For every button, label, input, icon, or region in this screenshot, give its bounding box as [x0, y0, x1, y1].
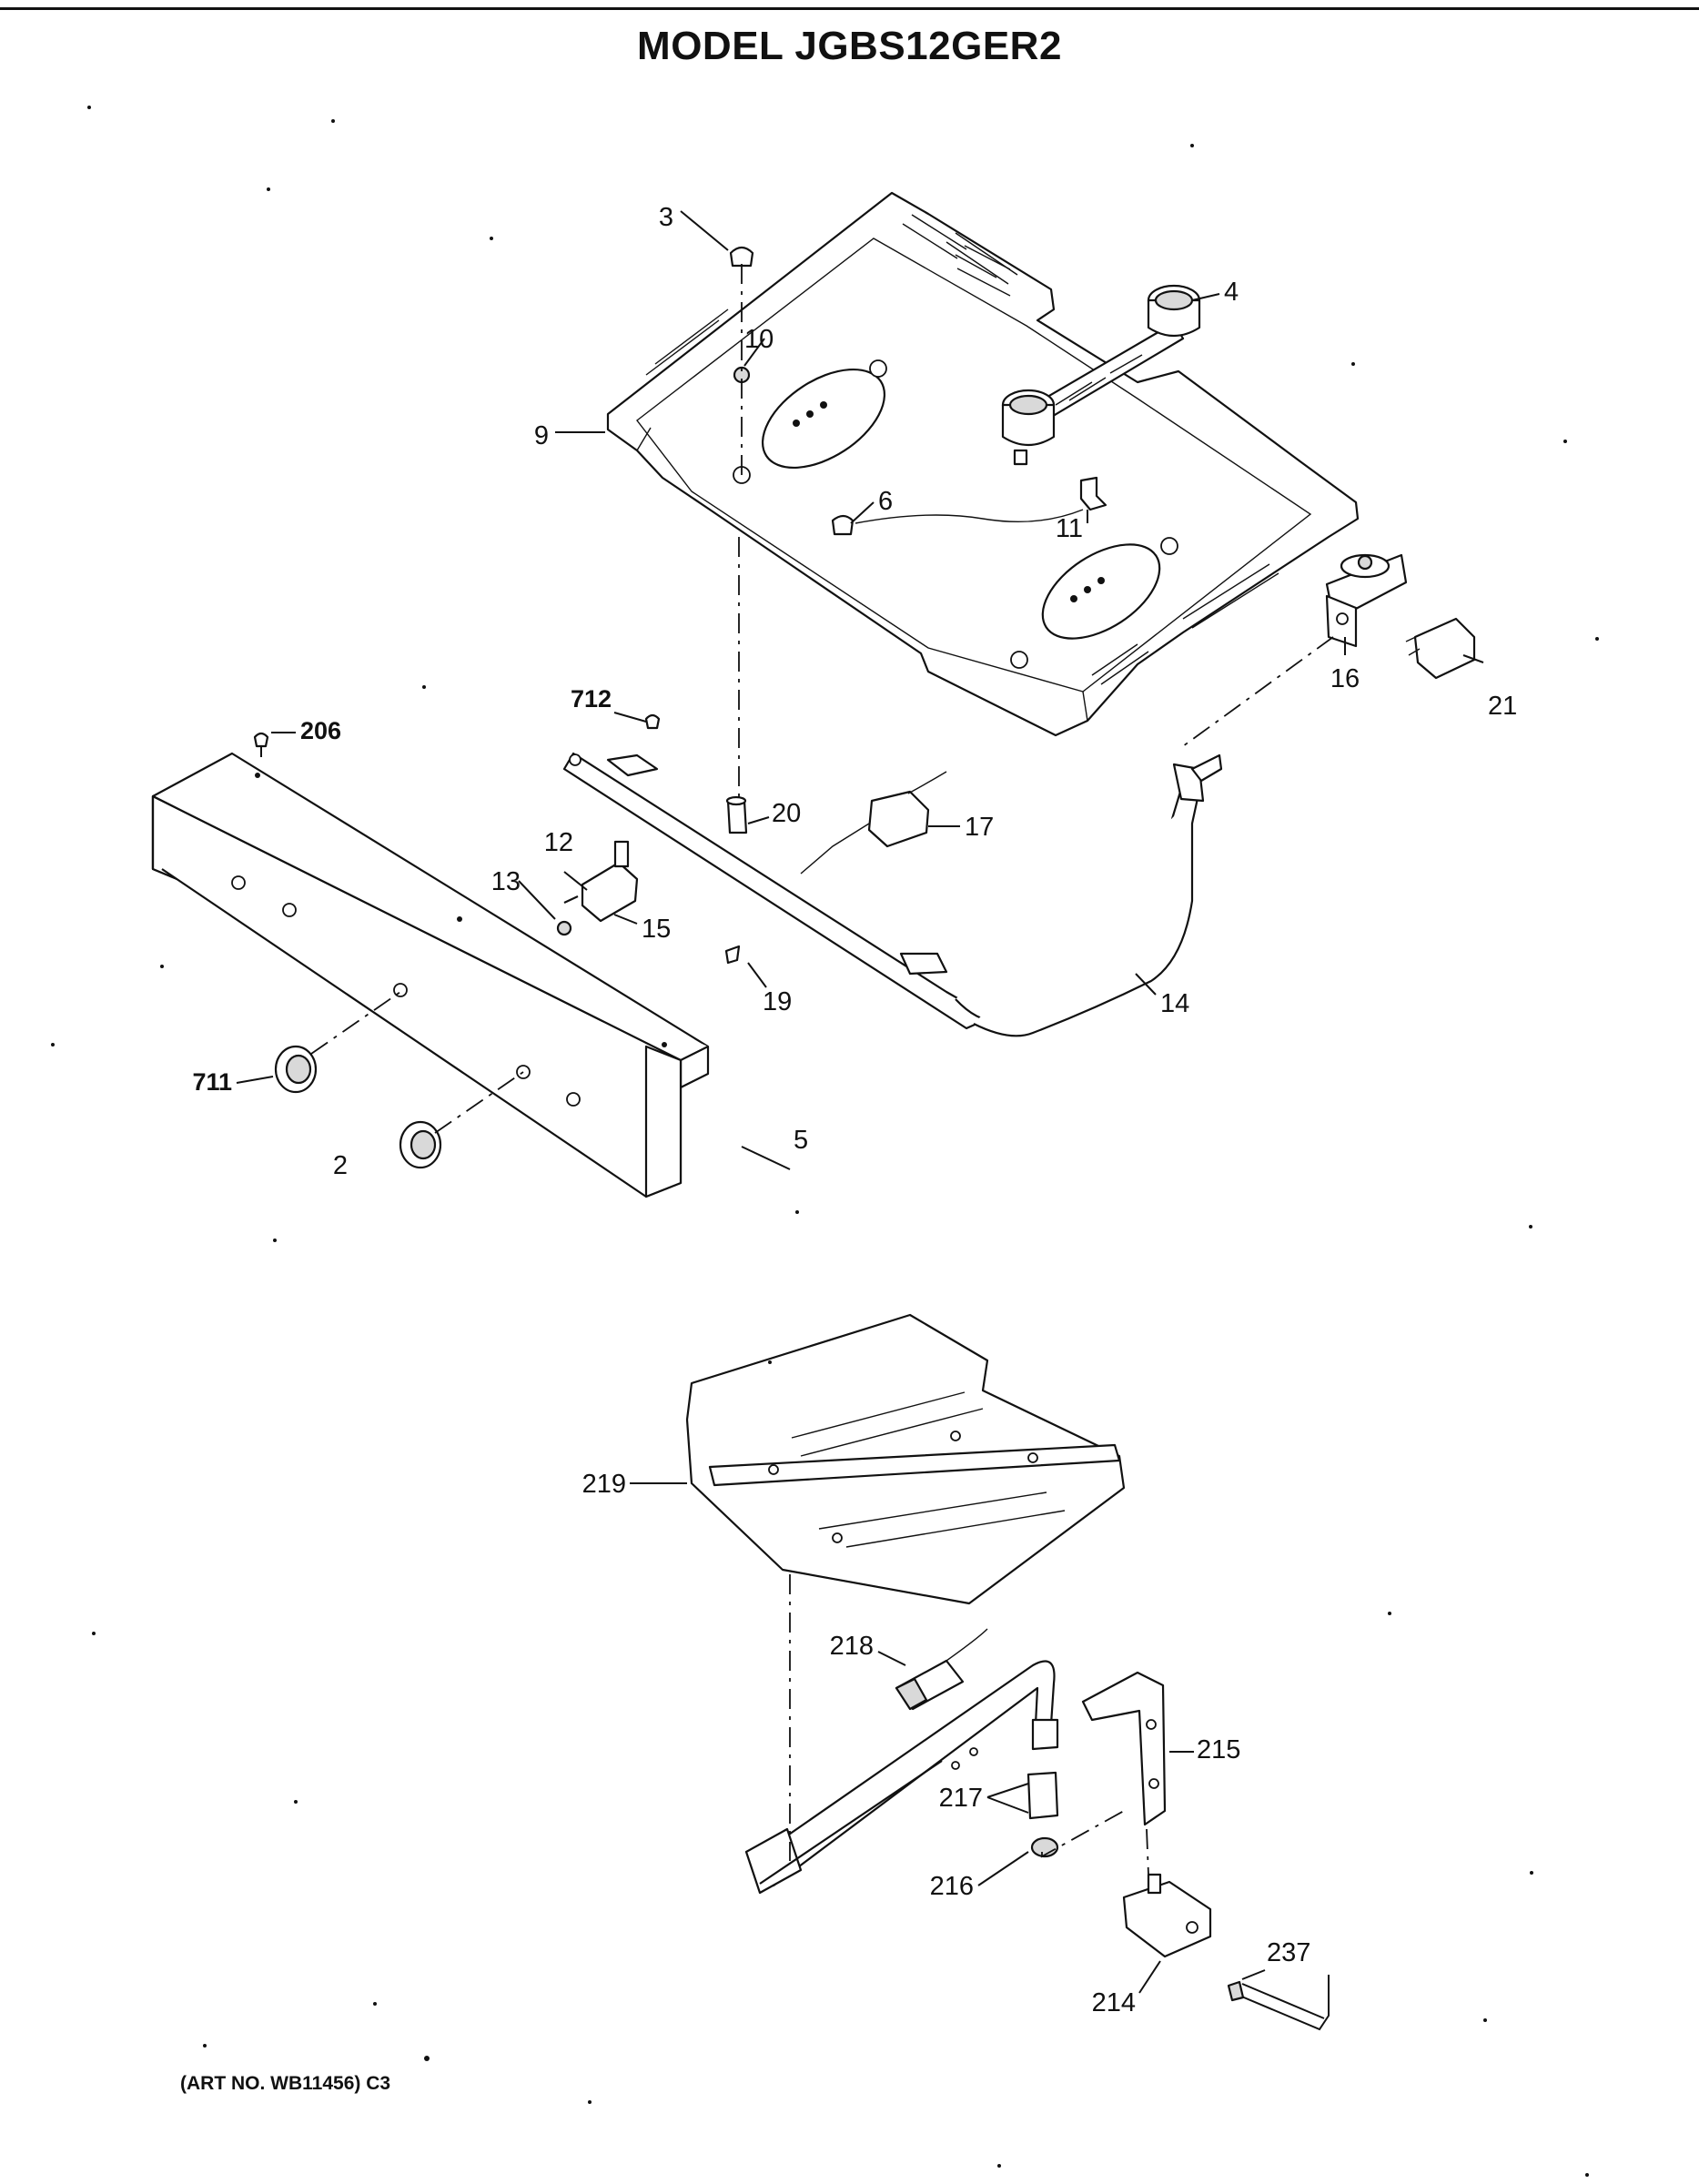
label-9: 9	[534, 421, 549, 450]
label-16: 16	[1330, 664, 1360, 693]
screw-3	[729, 246, 754, 268]
label-215: 215	[1197, 1735, 1240, 1764]
label-712: 712	[571, 685, 612, 713]
manifold-pipe	[562, 752, 1223, 1037]
callout-labels: 3 4 10 9 6 11 16 21 206 712 20 17 12 13 …	[192, 203, 1517, 2017]
label-711: 711	[192, 1068, 232, 1096]
screw-19	[724, 945, 741, 965]
screw-206	[253, 732, 269, 757]
label-20: 20	[772, 799, 801, 828]
safety-valve-214	[1122, 1873, 1212, 1958]
label-6: 6	[878, 487, 893, 516]
pressure-regulator	[1325, 553, 1408, 648]
label-214: 214	[1092, 1988, 1136, 2017]
label-218: 218	[830, 1632, 874, 1661]
screw-712	[644, 713, 661, 730]
nut-216	[1030, 1836, 1059, 1858]
label-14: 14	[1160, 989, 1189, 1018]
air-shutter-217	[1026, 1718, 1059, 1820]
oven-burner-tube	[744, 1660, 1056, 1895]
knob-2	[399, 1120, 442, 1169]
label-17: 17	[965, 813, 994, 842]
label-237: 237	[1267, 1938, 1310, 1967]
label-4: 4	[1224, 278, 1239, 307]
washer-13	[556, 920, 572, 936]
art-number: (ART NO. WB11456) C3	[180, 2073, 391, 2094]
label-5: 5	[794, 1126, 808, 1155]
label-13: 13	[491, 867, 521, 896]
ignitor-box-17	[800, 771, 947, 875]
oven-baffle-219	[685, 1313, 1126, 1605]
label-12: 12	[544, 828, 573, 857]
burner-box-tray	[606, 191, 1360, 737]
switch-21	[1405, 617, 1476, 680]
label-217: 217	[939, 1784, 983, 1813]
label-11: 11	[1056, 514, 1083, 543]
label-19: 19	[763, 987, 792, 1016]
orifice-20	[725, 795, 748, 834]
leader-lines	[236, 210, 1484, 1994]
label-3: 3	[659, 203, 673, 232]
gas-valve	[563, 840, 639, 923]
label-216: 216	[930, 1872, 974, 1901]
screw-6	[831, 514, 855, 536]
label-21: 21	[1488, 692, 1517, 721]
scan-specks	[51, 106, 1599, 2177]
oven-igniter-218	[895, 1628, 988, 1711]
page-title: MODEL JGBS12GER2	[637, 24, 1062, 68]
label-2: 2	[333, 1151, 348, 1180]
knob-711	[274, 1045, 318, 1094]
label-206: 206	[300, 717, 341, 744]
top-rule	[0, 7, 1699, 10]
control-panel	[151, 752, 710, 1198]
tube-237	[1227, 1975, 1330, 2031]
top-burner-assembly	[1001, 284, 1201, 466]
label-15: 15	[642, 915, 671, 944]
bracket-215	[1081, 1671, 1167, 1826]
clip-11	[1079, 476, 1107, 511]
label-219: 219	[582, 1470, 626, 1499]
label-10: 10	[744, 325, 774, 354]
